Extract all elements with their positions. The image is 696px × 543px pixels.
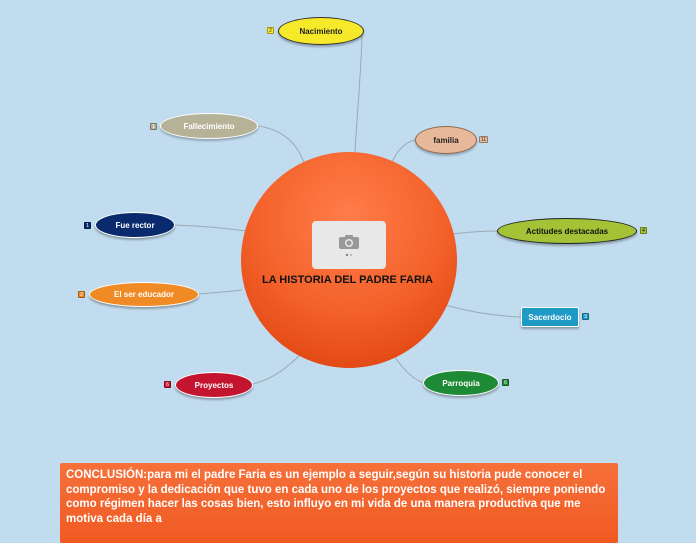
node-fue-rector[interactable]: Fue rector [95,212,175,238]
badge-fallecimiento: 1 [150,123,157,130]
node-fallecimiento[interactable]: Fallecimiento [160,113,258,139]
badge-proyectos: 6 [164,381,171,388]
badge-ser-educador: 2 [78,291,85,298]
central-topic-title: LA HISTORIA DEL PADRE FARIA [262,274,433,286]
badge-parroquia: 6 [502,379,509,386]
node-label: Fue rector [115,220,155,230]
node-label: Sacerdocio [528,312,572,322]
node-proyectos[interactable]: Proyectos [175,372,253,398]
node-label: Nacimiento [299,26,343,36]
conclusion-text: CONCLUSIÓN:para mi el padre Faria es un … [66,469,606,525]
badge-nacimiento: 2 [267,27,274,34]
node-label: familia [433,135,459,145]
connector-lines [174,30,522,385]
node-parroquia[interactable]: Parroquia [423,370,499,396]
pager-dots-icon [345,253,353,256]
badge-fue-rector: 1 [84,222,91,229]
node-sacerdocio[interactable]: Sacerdocio [521,307,579,327]
node-label: Parroquia [442,378,480,388]
image-placeholder [312,221,386,269]
node-familia[interactable]: familia [415,126,477,154]
node-label: Fallecimiento [183,121,235,131]
badge-familia: 11 [479,136,489,143]
node-ser-educador[interactable]: El ser educador [89,282,199,307]
camera-icon [339,234,359,249]
badge-actitudes: 4 [640,227,647,234]
badge-sacerdocio: 3 [582,313,589,320]
node-actitudes-destacadas[interactable]: Actitudes destacadas [497,218,637,244]
node-label: Actitudes destacadas [525,226,609,236]
node-label: Proyectos [194,380,234,390]
node-nacimiento[interactable]: Nacimiento [278,17,364,45]
node-label: El ser educador [113,290,175,299]
conclusion-box[interactable]: CONCLUSIÓN:para mi el padre Faria es un … [60,463,618,543]
